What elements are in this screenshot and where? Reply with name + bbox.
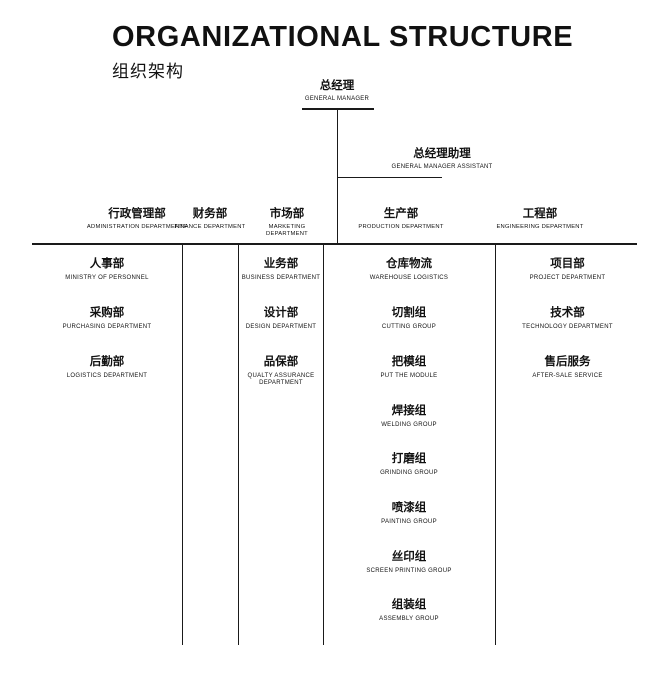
list-item-purchasing-chinese: 采购部 xyxy=(89,307,125,319)
list-item-screen-printing-group: 丝印组 SCREEN PRINTING GROUP xyxy=(329,551,489,575)
list-item-quality-assurance-chinese: 品保部 xyxy=(263,356,299,368)
dept-head-marketing-english: MARKETING DEPARTMENT xyxy=(266,224,308,237)
list-item-project-department-english: PROJECT DEPARTMENT xyxy=(529,275,606,282)
column-divider-3 xyxy=(323,244,325,645)
list-item-logistics-chinese: 后勤部 xyxy=(89,356,125,368)
list-item-business-english: BUSINESS DEPARTMENT xyxy=(241,275,321,282)
list-item-welding-group-chinese: 焊接组 xyxy=(391,405,427,417)
list-item-design-chinese: 设计部 xyxy=(263,307,299,319)
list-item-logistics-english: LOGISTICS DEPARTMENT xyxy=(66,373,148,380)
dept-head-production-chinese: 生产部 xyxy=(383,208,419,220)
node-general-manager: 总经理 GENERAL MANAGER xyxy=(277,80,397,103)
dept-head-finance: 财务部 FINANCE DEPARTMENT xyxy=(173,208,247,231)
connector-assistant-underline xyxy=(337,177,442,179)
list-item-grinding-group-chinese: 打磨组 xyxy=(391,453,427,465)
list-item-project-department: 项目部 PROJECT DEPARTMENT xyxy=(495,258,640,282)
list-item-purchasing-english: PURCHASING DEPARTMENT xyxy=(62,324,152,331)
list-item-technology-department: 技术部 TECHNOLOGY DEPARTMENT xyxy=(495,307,640,331)
list-item-business-chinese: 业务部 xyxy=(263,258,299,270)
list-item-design: 设计部 DESIGN DEPARTMENT xyxy=(238,307,324,331)
column-divider-2 xyxy=(238,244,240,645)
list-item-technology-department-chinese: 技术部 xyxy=(550,307,585,319)
node-general-manager-assistant-chinese: 总经理助理 xyxy=(413,148,471,160)
dept-head-production: 生产部 PRODUCTION DEPARTMENT xyxy=(355,208,447,231)
dept-head-administration-english: ADMINISTRATION DEPARTMENTF xyxy=(86,224,188,231)
list-item-after-sale-service: 售后服务 AFTER-SALE SERVICE xyxy=(495,356,640,380)
dept-head-engineering-chinese: 工程部 xyxy=(522,208,558,220)
node-general-manager-chinese: 总经理 xyxy=(319,80,355,92)
dept-head-engineering-english: ENGINEERING DEPARTMENT xyxy=(496,224,584,231)
connector-general-manager-drop xyxy=(337,108,339,244)
list-item-painting-group-chinese: 喷漆组 xyxy=(391,502,427,514)
list-item-put-the-module-english: PUT THE MODULE xyxy=(380,373,438,380)
list-item-screen-printing-group-chinese: 丝印组 xyxy=(391,551,427,563)
list-item-personnel-english: MINISTRY OF PERSONNEL xyxy=(65,275,149,282)
dept-head-production-english: PRODUCTION DEPARTMENT xyxy=(358,224,444,231)
dept-head-administration: 行政管理部 ADMINISTRATION DEPARTMENTF xyxy=(82,208,192,231)
list-item-cutting-group-chinese: 切割组 xyxy=(391,307,427,319)
list-item-after-sale-service-chinese: 售后服务 xyxy=(544,356,591,368)
page-title: ORGANIZATIONAL STRUCTURE 组织架构 xyxy=(112,21,574,82)
node-general-manager-english: GENERAL MANAGER xyxy=(304,95,370,102)
list-item-welding-group: 焊接组 WELDING GROUP xyxy=(329,405,489,429)
list-item-put-the-module: 把模组 PUT THE MODULE xyxy=(329,356,489,380)
list-item-grinding-group-english: GRINDING GROUP xyxy=(380,470,438,477)
list-item-after-sale-service-english: AFTER-SALE SERVICE xyxy=(532,373,603,380)
dept-head-engineering: 工程部 ENGINEERING DEPARTMENT xyxy=(494,208,586,231)
list-item-design-english: DESIGN DEPARTMENT xyxy=(245,324,317,331)
dept-head-marketing-chinese: 市场部 xyxy=(269,208,305,220)
list-item-logistics: 后勤部 LOGISTICS DEPARTMENT xyxy=(57,356,157,380)
list-item-project-department-chinese: 项目部 xyxy=(550,258,585,270)
list-item-technology-department-english: TECHNOLOGY DEPARTMENT xyxy=(522,324,613,331)
list-item-personnel: 人事部 MINISTRY OF PERSONNEL xyxy=(57,258,157,282)
list-item-screen-printing-group-english: SCREEN PRINTING GROUP xyxy=(366,568,452,575)
list-item-warehouse-logistics: 仓库物流 WAREHOUSE LOGISTICS xyxy=(329,258,489,282)
list-item-quality-assurance-english: QUALTY ASSURANCE DEPARTMENT xyxy=(247,373,315,387)
list-item-put-the-module-chinese: 把模组 xyxy=(391,356,427,368)
list-item-purchasing: 采购部 PURCHASING DEPARTMENT xyxy=(57,307,157,331)
node-general-manager-assistant-english: GENERAL MANAGER ASSISTANT xyxy=(391,163,493,170)
page-title-chinese: 组织架构 xyxy=(112,62,184,82)
list-item-assembly-group-chinese: 组装组 xyxy=(391,599,427,611)
list-item-grinding-group: 打磨组 GRINDING GROUP xyxy=(329,453,489,477)
dept-head-finance-english: FINANCE DEPARTMENT xyxy=(174,224,246,231)
column-divider-4 xyxy=(495,244,497,645)
main-divider-bar xyxy=(32,243,637,245)
list-item-business: 业务部 BUSINESS DEPARTMENT xyxy=(238,258,324,282)
list-item-warehouse-logistics-english: WAREHOUSE LOGISTICS xyxy=(369,275,449,282)
list-item-painting-group: 喷漆组 PAINTING GROUP xyxy=(329,502,489,526)
node-general-manager-assistant: 总经理助理 GENERAL MANAGER ASSISTANT xyxy=(337,148,547,171)
list-item-cutting-group-english: CUTTING GROUP xyxy=(381,324,437,331)
dept-head-administration-chinese: 行政管理部 xyxy=(108,208,166,220)
column-divider-1 xyxy=(182,244,184,645)
list-item-quality-assurance: 品保部 QUALTY ASSURANCE DEPARTMENT xyxy=(245,356,317,387)
list-item-assembly-group: 组装组 ASSEMBLY GROUP xyxy=(329,599,489,623)
page-title-english: ORGANIZATIONAL STRUCTURE xyxy=(112,21,574,53)
list-item-cutting-group: 切割组 CUTTING GROUP xyxy=(329,307,489,331)
list-item-warehouse-logistics-chinese: 仓库物流 xyxy=(386,258,432,270)
list-item-personnel-chinese: 人事部 xyxy=(89,258,125,270)
list-item-assembly-group-english: ASSEMBLY GROUP xyxy=(379,616,439,623)
list-item-welding-group-english: WELDING GROUP xyxy=(381,422,437,429)
dept-head-marketing: 市场部 MARKETING DEPARTMENT xyxy=(248,208,326,238)
dept-head-finance-chinese: 财务部 xyxy=(192,208,228,220)
list-item-painting-group-english: PAINTING GROUP xyxy=(381,519,437,526)
